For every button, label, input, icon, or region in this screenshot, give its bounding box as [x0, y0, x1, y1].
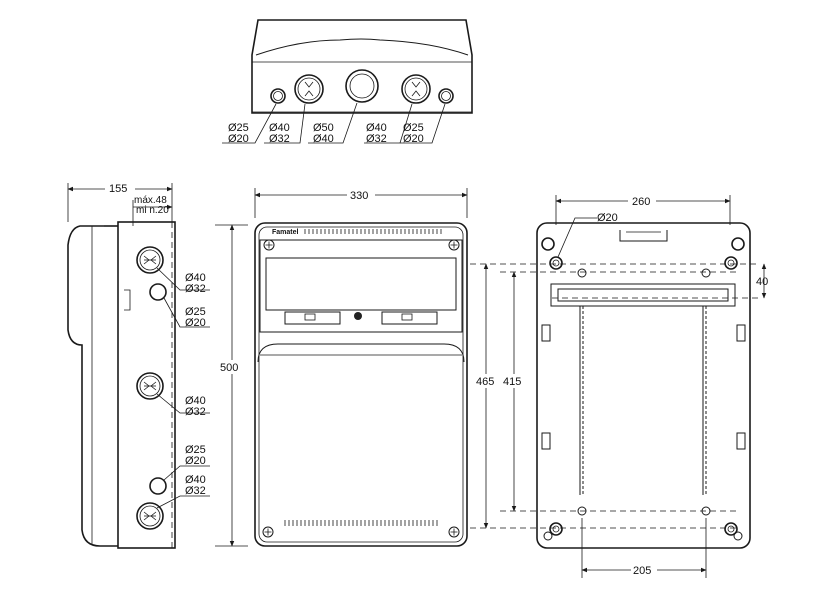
label-top-d20-left-b: Ø20: [228, 133, 249, 145]
back-rail-screw-tl: [577, 268, 587, 278]
label-330: 330: [350, 190, 368, 202]
side-gland-1: [136, 246, 164, 274]
label-465: 465: [476, 376, 494, 388]
front-window-frame: [259, 239, 463, 333]
front-screw-br: [448, 526, 460, 538]
label-side-d20-2: Ø20: [185, 317, 206, 329]
side-view-lid-outline: [67, 225, 118, 547]
back-mount-hole-tr: [724, 256, 738, 270]
front-latch-left: [284, 311, 341, 325]
label-top-d20-right-b: Ø20: [403, 133, 424, 145]
label-500: 500: [220, 362, 238, 374]
front-latch-right: [381, 311, 438, 325]
label-155: 155: [109, 183, 127, 195]
label-260: 260: [632, 196, 650, 208]
label-side-d40-3: Ø40: [185, 395, 206, 407]
top-view-outline: [251, 19, 473, 114]
din-rail: [557, 288, 729, 302]
label-top-d25-left-a: Ø25: [228, 122, 249, 134]
top-knockout-25-left: [270, 88, 286, 104]
back-view: 260 Ø20: [470, 194, 768, 578]
label-side-d32-5: Ø32: [185, 485, 206, 497]
back-view-outline: [536, 222, 751, 549]
label-top-d32-left-b: Ø32: [269, 133, 290, 145]
front-view: 330 Famatel: [254, 188, 468, 547]
label-side-d32-3: Ø32: [185, 406, 206, 418]
back-mount-hole-bl: [549, 522, 563, 536]
back-clip-r2: [736, 432, 746, 450]
side-gland-3: [136, 372, 164, 400]
back-mount-hole-br: [724, 522, 738, 536]
back-hole-tr: [731, 237, 745, 251]
front-screw-tr: [448, 239, 460, 251]
back-rail-screw-tr: [701, 268, 711, 278]
back-clip-l1: [541, 324, 551, 342]
label-top-d40: Ø40: [313, 133, 334, 145]
vent-slots-bottom: [284, 520, 438, 526]
brand-label: Famatel: [272, 229, 299, 236]
din-rail-frame: [550, 283, 736, 307]
label-side-d40-5: Ø40: [185, 474, 206, 486]
side-view: 155 máx.48 mi n.20 Ø40 Ø32 Ø25 Ø20 Ø40 Ø…: [67, 181, 248, 549]
label-side-d40-1: Ø40: [185, 272, 206, 284]
label-top-d40-left-a: Ø40: [269, 122, 290, 134]
label-205: 205: [633, 565, 651, 577]
back-hole-tl: [541, 237, 555, 251]
label-side-d25-2: Ø25: [185, 306, 206, 318]
back-top-tab: [619, 230, 668, 242]
label-side-d20-4: Ø20: [185, 455, 206, 467]
front-screw-tl: [263, 239, 275, 251]
top-gland-40-right: [401, 74, 431, 104]
front-screw-bl: [262, 526, 274, 538]
vent-slots-top: [304, 229, 442, 234]
top-view-lid-line: [255, 38, 469, 56]
label-top-d50: Ø50: [313, 122, 334, 134]
label-415: 415: [503, 376, 521, 388]
front-view-outline: [254, 222, 468, 547]
front-center-dot: [354, 312, 362, 320]
front-window-glass: [265, 257, 457, 311]
label-side-d25-4: Ø25: [185, 444, 206, 456]
label-back-d20: Ø20: [597, 212, 618, 224]
side-knockout-2: [149, 283, 167, 301]
side-view-body: [117, 221, 176, 549]
side-knockout-4: [149, 477, 167, 495]
back-mount-hole-tl: [549, 256, 563, 270]
top-knockout-25-right: [438, 88, 454, 104]
front-lower-panel: [257, 343, 465, 363]
back-rail-screw-bl: [577, 506, 587, 516]
label-min-20: mi n.20: [136, 205, 169, 216]
label-max-48: máx.48: [134, 195, 167, 206]
label-top-d40-right-a: Ø40: [366, 122, 387, 134]
label-side-d32-1: Ø32: [185, 283, 206, 295]
back-clip-l2: [541, 432, 551, 450]
top-knockout-50: [345, 69, 379, 103]
label-top-d32-right-b: Ø32: [366, 133, 387, 145]
back-rail-screw-br: [701, 506, 711, 516]
top-gland-40-left: [294, 74, 324, 104]
back-clip-r1: [736, 324, 746, 342]
label-40: 40: [756, 276, 768, 288]
top-view: Ø25 Ø20 Ø40 Ø32 Ø50 Ø40 Ø40 Ø32 Ø25 Ø20: [222, 19, 473, 145]
label-top-d25-right-a: Ø25: [403, 122, 424, 134]
